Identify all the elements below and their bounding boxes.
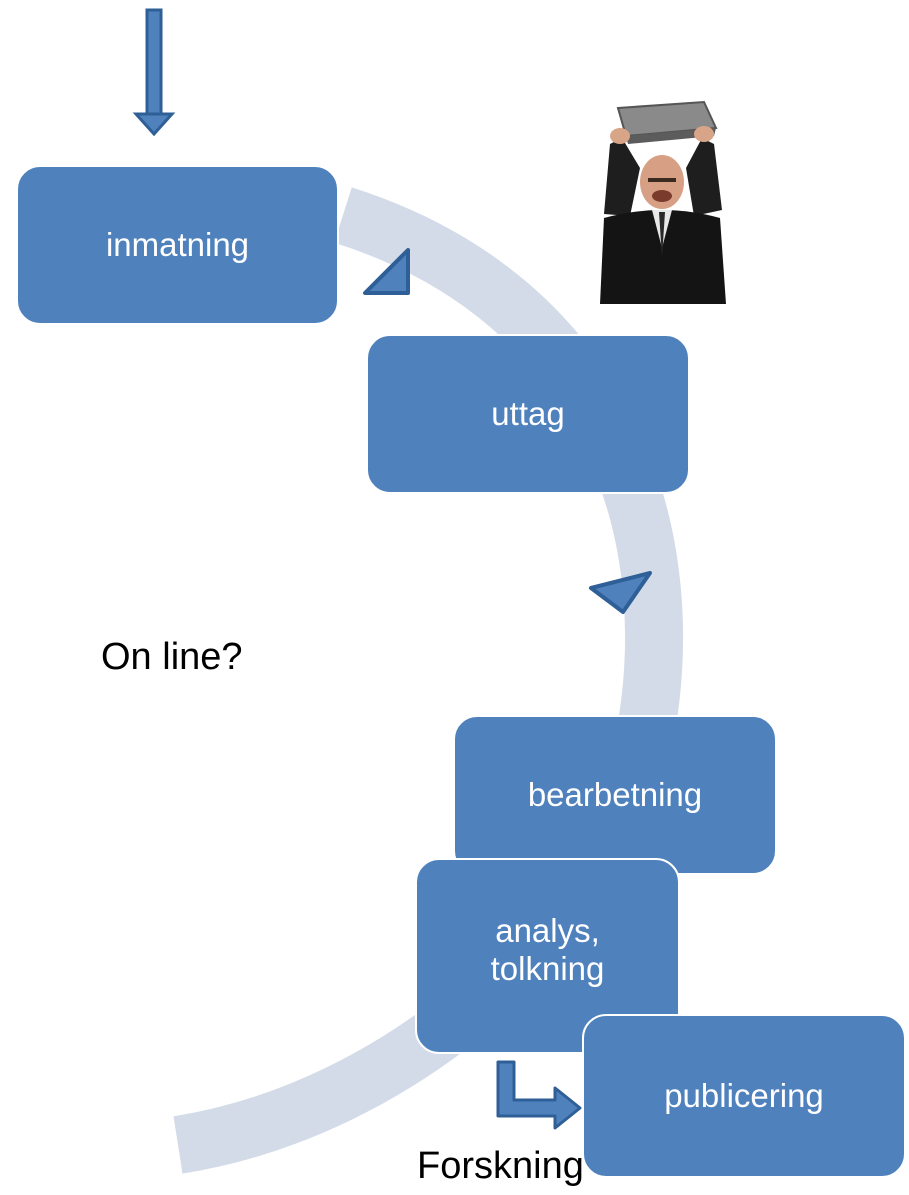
bent-arrow-icon [496, 1060, 582, 1130]
node-uttag-label: uttag [491, 395, 565, 433]
node-bearbetning-label: bearbetning [527, 776, 703, 814]
node-inmatning: inmatning [16, 165, 339, 325]
node-inmatning-label: inmatning [105, 226, 250, 264]
forskning-label: Forskning [417, 1145, 584, 1187]
down-arrow-icon [132, 8, 176, 137]
node-publicering: publicering [582, 1014, 906, 1178]
man-smashing-laptop-photo [600, 100, 726, 304]
flow-arrowhead-2 [589, 571, 652, 614]
online-label: On line? [101, 636, 243, 678]
node-uttag: uttag [366, 334, 690, 494]
node-publicering-label: publicering [664, 1077, 824, 1115]
node-bearbetning: bearbetning [453, 715, 777, 875]
node-analys-label: analys, tolkning [490, 912, 605, 987]
flow-arrowhead-1 [363, 248, 410, 295]
